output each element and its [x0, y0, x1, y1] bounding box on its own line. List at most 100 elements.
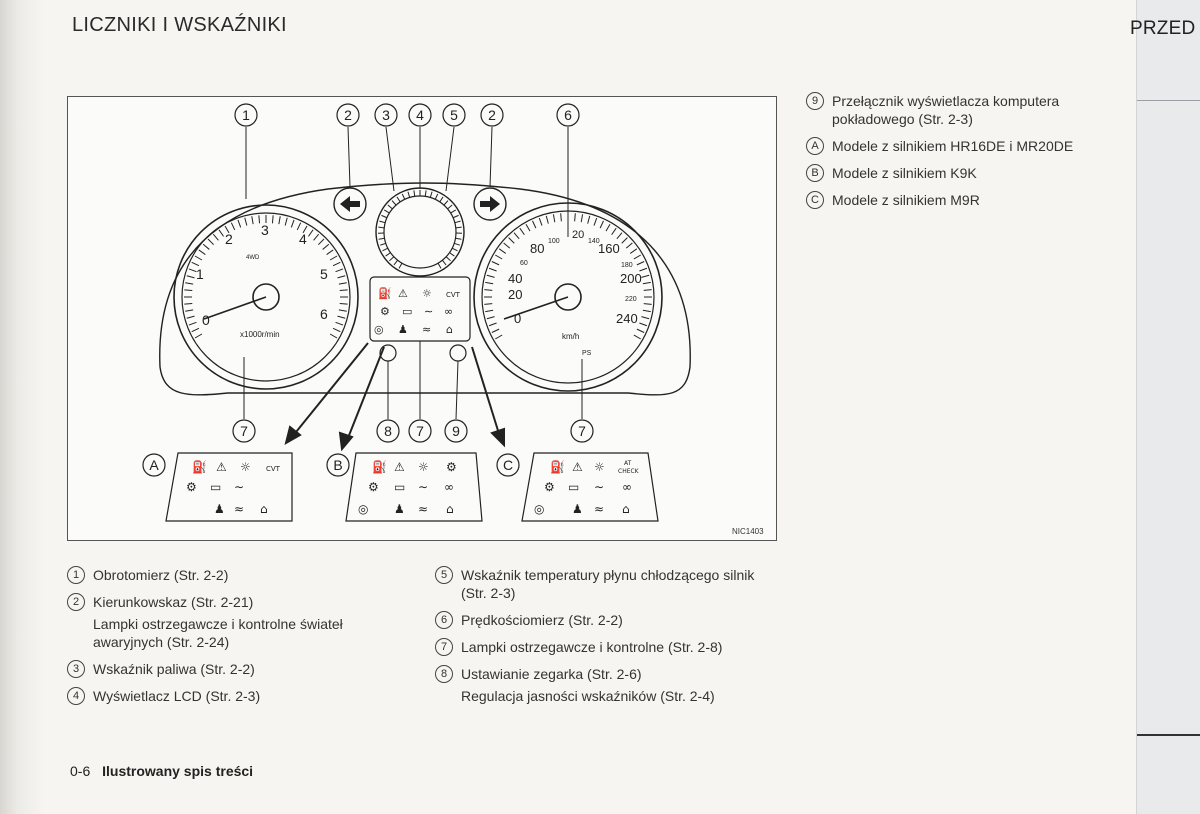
gauge-tick — [218, 229, 224, 237]
oil-icon: ∼ — [418, 480, 428, 494]
legend-left: 1 Obrotomierz (Str. 2-2) 2 Kierunkowskaz (… — [67, 566, 397, 714]
engine-icon: ⚙ — [186, 480, 197, 494]
gauge-tick — [271, 215, 274, 224]
callout-number: 8 — [384, 423, 392, 439]
gauge-tick — [455, 237, 462, 240]
callout-circle — [376, 419, 400, 443]
gauge-tick — [508, 237, 515, 244]
airbag-warning-icon: ⚠ — [394, 460, 405, 474]
left-turn-signal — [333, 187, 367, 221]
gauge-tick — [636, 328, 645, 333]
gauge-tick — [313, 233, 320, 241]
legend-text: Kierunkowskaz (Str. 2-21) — [93, 594, 254, 610]
legend-text: Modele z silnikiem HR16DE i MR20DE — [832, 138, 1074, 154]
gauge-tick — [379, 242, 386, 246]
gauge-tick — [335, 268, 344, 273]
tacho-number: 2 — [225, 231, 233, 247]
gauge-tick — [332, 261, 341, 267]
gauge-tick — [185, 282, 194, 285]
legend-text: Wyświetlacz LCD (Str. 2-3) — [93, 688, 261, 704]
speedometer-needle — [503, 296, 569, 320]
airbag-warning-icon: ⚠ — [216, 460, 227, 474]
gauge-tick — [629, 248, 638, 254]
legend-text: Wskaźnik temperatury płynu chłodzącego s… — [461, 567, 755, 601]
gauge-tick — [378, 237, 385, 240]
legend-text: Prędkościomierz (Str. 2-2) — [461, 612, 623, 628]
gauge-tick — [383, 209, 390, 214]
tacho-number: 4 — [299, 231, 307, 247]
legend-number: 2 — [67, 593, 85, 611]
speedo-inner-number: 60 — [520, 260, 528, 267]
legend-text: Obrotomierz (Str. 2-2) — [93, 567, 229, 583]
gauge-tick — [237, 219, 242, 228]
gauge-tick — [491, 261, 500, 266]
legend-number: 5 — [435, 566, 453, 584]
callout-circle — [234, 103, 258, 127]
speedo-sub: PS — [582, 350, 592, 357]
arrow-head — [490, 427, 505, 448]
gauge-tick — [329, 255, 338, 261]
page-binding-shadow — [0, 0, 44, 814]
leader-line — [347, 126, 351, 188]
gauge-tick — [455, 226, 462, 229]
fuel-warning-icon: ⛽ — [550, 460, 565, 474]
gauge-tick — [184, 302, 193, 305]
callout-number: 1 — [242, 107, 250, 123]
speedo-number: 20 — [508, 287, 522, 302]
gauge-tick — [639, 322, 648, 327]
gauge-tick — [641, 316, 650, 320]
speedo-inner-number: 180 — [621, 262, 633, 269]
gauge-tick — [186, 275, 195, 279]
gauge-tick — [339, 289, 348, 292]
gauge-tick — [439, 196, 444, 203]
fuel-warning-icon: ⛽ — [378, 287, 392, 300]
gauge-tick — [552, 214, 556, 223]
gauge-tick — [451, 247, 458, 252]
legend-middle: 5 Wskaźnik temperatury płynu chłodzącego … — [435, 566, 765, 714]
gauge-tick — [191, 327, 200, 333]
leader-line — [489, 126, 493, 188]
gauge-tick — [339, 302, 348, 305]
seatbelt-icon: ♟ — [572, 502, 583, 516]
gauge-tick — [244, 217, 248, 226]
callout-circle — [444, 419, 468, 443]
gauge-tick — [641, 274, 650, 278]
door-icon: ⌂ — [622, 502, 630, 516]
callout-circle — [480, 103, 504, 127]
battery-icon: ▭ — [394, 480, 405, 494]
legend-number: 1 — [67, 566, 85, 584]
airbag-warning-icon: ⚠ — [572, 460, 583, 474]
variant-arrow — [471, 346, 501, 438]
gauge-tick — [636, 261, 645, 266]
right-turn-signal — [473, 187, 507, 221]
gauge-tick — [625, 242, 633, 249]
headlight-icon: ☼ — [422, 287, 432, 300]
brake-icon: ◎ — [374, 323, 384, 336]
legend-letter: A — [806, 137, 824, 155]
gauge-tick — [445, 256, 451, 262]
callout-number: 9 — [452, 423, 460, 439]
gauge-tick — [532, 220, 537, 229]
legend-item: A Modele z silnikiem HR16DE i MR20DE — [806, 137, 1116, 155]
speedo-number: 40 — [508, 271, 522, 286]
cluster-diagram: 1 2 3 4 5 6 0 x1000r/min 4WD 20 40 80 16… — [142, 103, 764, 536]
callout-circle — [374, 103, 398, 127]
slip-icon: ≈ — [422, 323, 431, 336]
speedo-inner-number: 220 — [625, 296, 637, 303]
gauge-tick — [198, 249, 206, 255]
callout-number: 2 — [488, 107, 496, 123]
legend-subtext: Lampki ostrzegawcze i kontrolne świateł … — [93, 616, 343, 650]
gauge-tick — [296, 222, 302, 231]
callout-circle — [326, 453, 350, 477]
oil-icon: ∼ — [594, 480, 604, 494]
tacho-number: 3 — [261, 222, 269, 238]
tachometer-face — [181, 212, 351, 382]
check-label: CHECK — [618, 468, 640, 475]
gauge-tick — [322, 243, 330, 250]
page-footer: 0-6 Ilustrowany spis treści — [70, 763, 253, 779]
gauge-tick — [258, 215, 261, 224]
gauge-tick — [186, 315, 195, 319]
